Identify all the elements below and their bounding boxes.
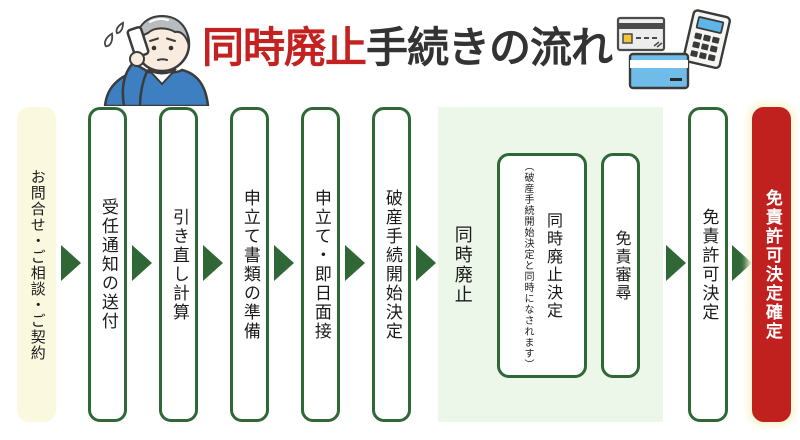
credit-card-icon bbox=[628, 52, 690, 90]
page-title-rest: 手続きの流れ bbox=[366, 24, 613, 71]
step-recalculation-box: 引き直し計算 bbox=[159, 107, 198, 422]
step-inquiry-box: お問合せ・ご相談・ご契約 bbox=[17, 107, 56, 422]
flow-arrow-icon bbox=[732, 245, 752, 281]
step-petition-label: 申立て・即日面接 bbox=[311, 188, 331, 341]
credit-card-back-icon bbox=[616, 16, 666, 52]
step-petition-box: 申立て・即日面接 bbox=[301, 107, 340, 422]
step-notice-box: 受任通知の送付 bbox=[88, 107, 127, 422]
step-notice-label: 受任通知の送付 bbox=[98, 198, 118, 331]
flow-arrow-icon bbox=[416, 245, 436, 281]
step-documents-label: 申立て書類の準備 bbox=[240, 188, 260, 341]
panel-label-wrap: 同時廃止 bbox=[452, 107, 473, 422]
flow-arrow-icon bbox=[666, 245, 686, 281]
step-final-confirmation-box: 免責許可決定確定 bbox=[752, 107, 791, 422]
panel-label: 同時廃止 bbox=[452, 224, 473, 305]
decision-note: （破産手続開始決定と同時になされます） bbox=[522, 161, 533, 370]
flow-arrow-icon bbox=[132, 245, 152, 281]
simultaneous-abolition-panel: 同時廃止 同時廃止決定 （破産手続開始決定と同時になされます） 免責審尋 bbox=[438, 107, 663, 422]
step-discharge-box: 免責許可決定 bbox=[688, 107, 728, 422]
flow-arrow-icon bbox=[274, 245, 294, 281]
step-final-confirmation-label: 免責許可決定確定 bbox=[762, 188, 782, 341]
decision-label: 同時廃止決定 bbox=[544, 211, 561, 320]
office-items-icons bbox=[616, 9, 731, 90]
step-inquiry-label: お問合せ・ご相談・ご契約 bbox=[28, 168, 46, 361]
worried-man-on-phone-icon bbox=[103, 14, 210, 106]
calculator-icon bbox=[682, 9, 731, 70]
flow-arrow-icon bbox=[203, 245, 223, 281]
page-title: 同時廃止手続きの流れ bbox=[202, 18, 613, 78]
flow-arrow-icon bbox=[61, 245, 81, 281]
hearing-label: 免責審尋 bbox=[612, 229, 630, 302]
step-documents-box: 申立て書類の準備 bbox=[230, 107, 269, 422]
page-title-highlight: 同時廃止 bbox=[202, 24, 367, 71]
step-bankruptcy-start-box: 破産手続開始決定 bbox=[372, 107, 411, 422]
step-discharge-label: 免責許可決定 bbox=[699, 207, 719, 322]
step-recalculation-label: 引き直し計算 bbox=[169, 207, 189, 322]
hearing-box: 免責審尋 bbox=[601, 153, 640, 378]
step-bankruptcy-start-label: 破産手続開始決定 bbox=[382, 188, 402, 341]
flow-arrow-icon bbox=[345, 245, 365, 281]
decision-box: 同時廃止決定 （破産手続開始決定と同時になされます） bbox=[497, 153, 587, 378]
